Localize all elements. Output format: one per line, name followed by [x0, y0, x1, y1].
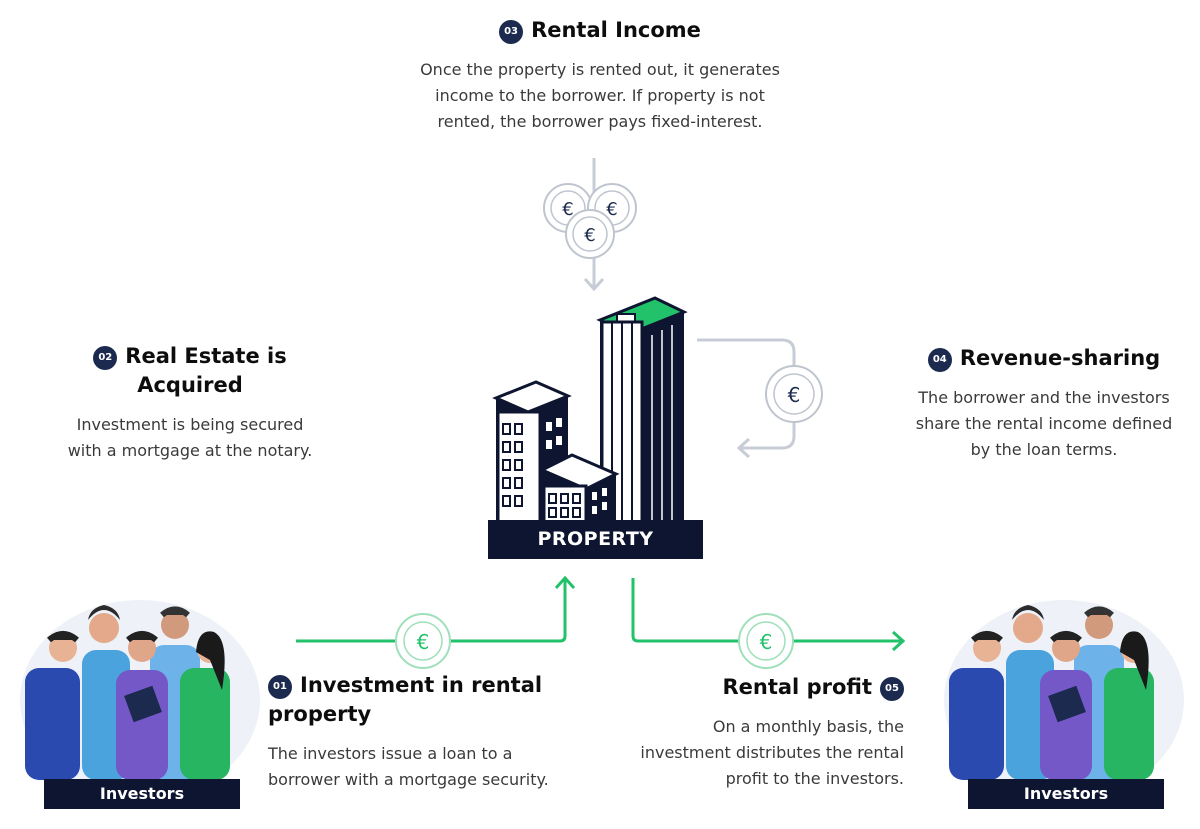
- step-title: 03 Rental Income: [380, 16, 820, 45]
- arrow-investment: [296, 575, 576, 643]
- coin-stack-icon: € € €: [543, 183, 637, 259]
- investors-group-left-illustration: [20, 600, 260, 800]
- svg-text:€: €: [788, 383, 801, 407]
- desc-line: Investment is being secured: [76, 415, 304, 434]
- arrow-rental-profit: [631, 578, 906, 652]
- step-description: The borrower and the investors share the…: [900, 385, 1188, 463]
- desc-line: with a mortgage at the notary.: [67, 441, 313, 460]
- desc-line: by the loan terms.: [970, 440, 1118, 459]
- step-description: On a monthly basis, the investment distr…: [588, 714, 904, 792]
- step-number-badge: 03: [499, 20, 524, 44]
- step-number-badge: 04: [927, 348, 952, 372]
- step-title: Rental profit 05: [588, 673, 904, 702]
- step-number-badge: 01: [268, 675, 292, 699]
- investors-right-label: Investors: [968, 779, 1164, 809]
- step-title-text: property: [268, 702, 372, 726]
- desc-line: share the rental income defined: [915, 414, 1173, 433]
- step-description: The investors issue a loan to a borrower…: [268, 741, 588, 793]
- step-title-text: Rental Income: [531, 18, 701, 42]
- step-real-estate-acquired: 02 Real Estate is Acquired Investment is …: [40, 342, 340, 464]
- step-description: Investment is being secured with a mortg…: [40, 412, 340, 464]
- desc-line: income to the borrower. If property is n…: [435, 86, 765, 105]
- step-description: Once the property is rented out, it gene…: [380, 57, 820, 135]
- desc-line: borrower with a mortgage security.: [268, 770, 549, 789]
- step-title: 02 Real Estate is Acquired: [40, 342, 340, 400]
- step-title-text: Investment in rental: [300, 673, 543, 697]
- step-title: 04 Revenue-sharing: [900, 344, 1188, 373]
- step-rental-profit: Rental profit 05 On a monthly basis, the …: [588, 673, 904, 792]
- desc-line: investment distributes the rental: [640, 743, 904, 762]
- step-title-text: Real Estate is: [125, 344, 287, 368]
- svg-text:€: €: [606, 199, 617, 220]
- step-title-text: Acquired: [137, 373, 243, 397]
- coin-icon-investment: €: [395, 613, 451, 669]
- desc-line: On a monthly basis, the: [712, 717, 904, 736]
- property-label: PROPERTY: [488, 520, 703, 559]
- step-rental-income: 03 Rental Income Once the property is ren…: [380, 16, 820, 135]
- step-number-badge: 02: [93, 346, 118, 370]
- step-number-badge: 05: [880, 677, 904, 701]
- step-revenue-sharing: 04 Revenue-sharing The borrower and the i…: [900, 344, 1188, 463]
- desc-line: Once the property is rented out, it gene…: [420, 60, 780, 79]
- svg-text:€: €: [584, 225, 595, 246]
- step-title-text: Rental profit: [722, 675, 872, 699]
- svg-text:€: €: [760, 630, 773, 654]
- investors-group-right-illustration: [944, 600, 1184, 800]
- investors-left-label: Investors: [44, 779, 240, 809]
- coin-icon-profit: €: [738, 613, 794, 669]
- desc-line: rented, the borrower pays fixed-interest…: [437, 112, 763, 131]
- svg-text:€: €: [562, 199, 573, 220]
- step-title-text: Revenue-sharing: [959, 346, 1161, 370]
- step-title: 01 Investment in rental property: [268, 671, 588, 729]
- desc-line: The borrower and the investors: [918, 388, 1170, 407]
- desc-line: profit to the investors.: [725, 769, 904, 788]
- building-illustration: [492, 296, 688, 524]
- svg-text:€: €: [417, 630, 430, 654]
- step-investment: 01 Investment in rental property The inve…: [268, 671, 588, 793]
- coin-icon-revenue: €: [765, 365, 823, 423]
- desc-line: The investors issue a loan to a: [268, 744, 513, 763]
